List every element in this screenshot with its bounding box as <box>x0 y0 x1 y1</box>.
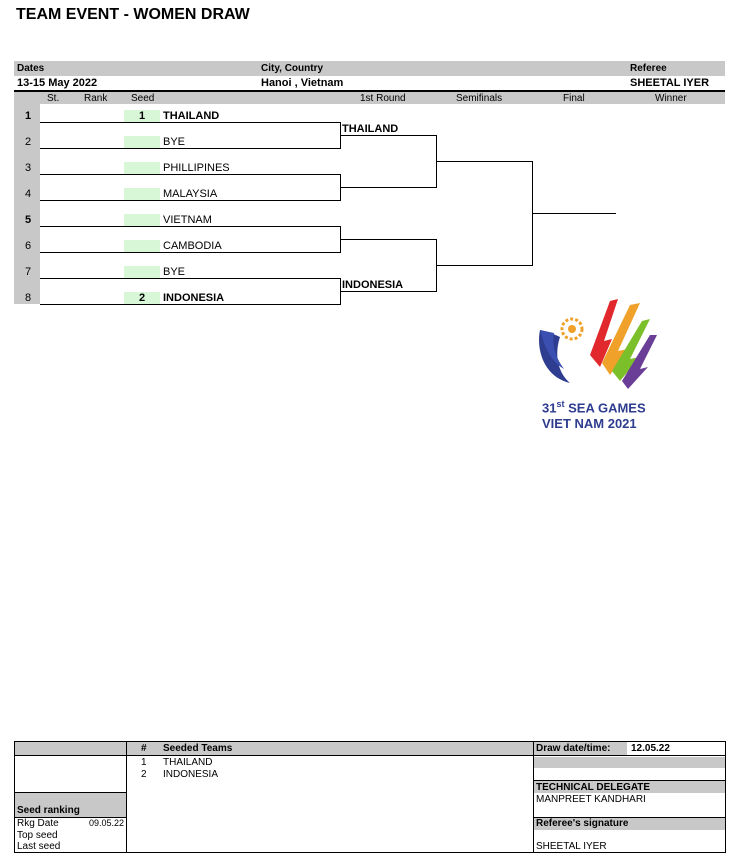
seed-box <box>124 188 160 200</box>
ref-sig-bar <box>534 818 725 830</box>
team-name: PHILLIPINES <box>163 162 230 174</box>
logo-line1: 31st SEA GAMES <box>542 399 646 415</box>
draw-date-box <box>627 742 725 755</box>
team-name: MALAYSIA <box>163 188 218 200</box>
team-name: VIETNAM <box>163 214 212 226</box>
footer-table: # Seeded Teams Draw date/time: 12.05.22 … <box>14 741 726 853</box>
slot-number: 6 <box>24 240 32 252</box>
header-divider <box>14 90 725 92</box>
header-label-bar <box>14 61 725 76</box>
footer-header-underline <box>15 755 725 756</box>
draw-date-label: Draw date/time: <box>536 743 611 754</box>
team-name: INDONESIA <box>163 292 225 304</box>
slot-number: 5 <box>24 214 32 226</box>
slot-number: 1 <box>24 110 32 122</box>
dates-label: Dates <box>17 63 45 74</box>
seed-box <box>124 162 160 174</box>
logo-superscript: st <box>556 399 565 409</box>
slot-line <box>40 252 340 253</box>
slot-number: 2 <box>24 136 32 148</box>
semifinal-line <box>436 265 532 266</box>
column-header-bar <box>14 92 725 104</box>
col-winner: Winner <box>655 93 687 104</box>
team-name: CAMBODIA <box>163 240 222 252</box>
page-title: TEAM EVENT - WOMEN DRAW <box>16 6 250 23</box>
footer-divider <box>533 742 534 852</box>
footer-right-divider <box>534 817 725 818</box>
semifinal-line <box>436 161 532 162</box>
footer-header-row-left <box>15 742 126 755</box>
slot-line <box>40 122 340 123</box>
referee-value: SHEETAL IYER <box>630 77 710 89</box>
col-rank: Rank <box>84 93 108 104</box>
tech-delegate-value: MANPREET KANDHARI <box>536 794 646 805</box>
slot-number: 8 <box>24 292 32 304</box>
right-gray-row <box>534 757 725 768</box>
footer-divider <box>126 742 127 852</box>
last-seed-label: Last seed <box>17 841 61 852</box>
round1-result: INDONESIA <box>342 279 404 291</box>
footer-right-divider <box>534 780 725 781</box>
seeded-number: 1 <box>141 757 147 768</box>
tech-delegate-label: TECHNICAL DELEGATE <box>536 782 651 793</box>
footer-header-row-mid <box>127 742 533 755</box>
draw-date-value: 12.05.22 <box>631 743 670 754</box>
slot-line <box>40 304 340 305</box>
slot-number: 4 <box>24 188 32 200</box>
seeded-team: THAILAND <box>163 757 213 768</box>
col-seed: Seed <box>131 93 155 104</box>
seed-box <box>124 214 160 226</box>
slot-line <box>40 226 340 227</box>
round1-result: THAILAND <box>342 123 399 135</box>
slot-line <box>40 200 340 201</box>
sea-games-logo: 31st SEA GAMES VIET NAM 2021 <box>530 295 660 435</box>
team-name: BYE <box>163 266 186 278</box>
round1-line <box>340 291 436 292</box>
logo-line2: VIET NAM 2021 <box>542 416 637 431</box>
col-round1: 1st Round <box>360 93 406 104</box>
seeded-team: INDONESIA <box>163 769 219 780</box>
city-label: City, Country <box>261 63 324 74</box>
seed-box <box>124 266 160 278</box>
dates-value: 13-15 May 2022 <box>17 77 98 89</box>
rkg-date-value: 09.05.22 <box>89 818 125 828</box>
slot-line <box>40 278 340 279</box>
slot-number-column <box>14 104 40 304</box>
seed-box: 1 <box>124 110 160 122</box>
slot-line <box>40 174 340 175</box>
team-name: THAILAND <box>163 110 220 122</box>
logo-number: 31 <box>542 400 557 416</box>
team-name: BYE <box>163 136 186 148</box>
seed-box: 2 <box>124 292 160 304</box>
logo-sea-games-text: SEA GAMES <box>568 400 646 416</box>
rkg-date-label: Rkg Date <box>17 818 59 829</box>
footer-left-divider <box>15 817 126 818</box>
top-seed-label: Top seed <box>17 830 58 841</box>
slot-line <box>40 148 340 149</box>
final-line <box>532 213 616 214</box>
col-final: Final <box>563 93 585 104</box>
round1-line <box>340 239 436 240</box>
sea-games-emblem-icon <box>539 299 657 389</box>
seed-ranking-label: Seed ranking <box>17 805 80 816</box>
seeded-teams-title: Seeded Teams <box>163 743 233 754</box>
seeded-number: 2 <box>141 769 147 780</box>
col-st: St. <box>47 93 60 104</box>
seed-box <box>124 240 160 252</box>
slot-number: 3 <box>24 162 32 174</box>
footer-left-divider <box>15 792 126 793</box>
seed-ranking-bar <box>15 793 126 817</box>
col-semifinals: Semifinals <box>456 93 503 104</box>
round1-line <box>340 187 436 188</box>
tech-delegate-bar <box>534 781 725 793</box>
referee-signature-value: SHEETAL IYER <box>536 841 607 852</box>
round1-line <box>340 135 436 136</box>
seeded-hash: # <box>141 743 147 754</box>
slot-number: 7 <box>24 266 32 278</box>
city-value: Hanoi , Vietnam <box>261 77 344 89</box>
referee-signature-label: Referee's signature <box>536 818 629 829</box>
seed-box <box>124 136 160 148</box>
referee-label: Referee <box>630 63 667 74</box>
